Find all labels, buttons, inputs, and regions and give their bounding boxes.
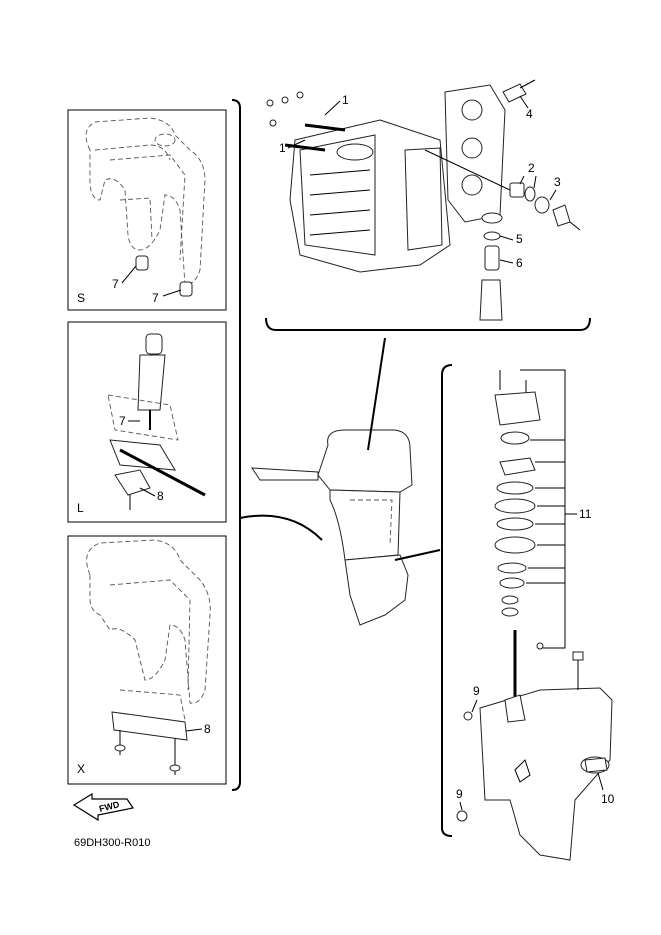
callout-4: 4 — [526, 107, 533, 121]
callout-7c: 7 — [119, 414, 126, 428]
engine-block-drawing — [289, 84, 511, 273]
callout-9a: 9 — [473, 684, 480, 698]
anode-part — [580, 756, 610, 774]
callout-8a: 8 — [157, 489, 164, 503]
panel-x: 8 X — [67, 535, 227, 785]
diagram-code: 69DH300-R010 — [74, 837, 150, 849]
bracket-drawing-x — [86, 539, 211, 721]
water-pump-parts — [494, 370, 544, 700]
panel-l-letter: L — [77, 501, 84, 515]
outboard-motor-drawing — [251, 429, 413, 626]
callout-2: 2 — [528, 161, 535, 175]
bracket-drawing-s — [85, 117, 206, 286]
screw-part-lower — [456, 810, 468, 822]
callout-10: 10 — [601, 792, 615, 806]
water-tube-parts — [479, 212, 503, 321]
callout-1a: 1 — [342, 93, 349, 107]
bushing-part — [135, 255, 193, 297]
callout-7b: 7 — [152, 291, 159, 305]
callout-3: 3 — [554, 175, 561, 189]
panel-l: 7 8 L — [67, 321, 227, 523]
panel-x-letter: X — [77, 762, 85, 776]
plate-part — [111, 711, 188, 775]
callout-1b: 1 — [279, 141, 286, 155]
callout-8b: 8 — [204, 722, 211, 736]
callout-11: 11 — [579, 507, 592, 521]
fwd-arrow-icon: FWD — [72, 792, 134, 822]
gearcase-drawing — [479, 651, 613, 861]
panel-s: 7 7 S — [67, 109, 227, 311]
lower-unit-group: 11 9 9 10 — [441, 364, 615, 861]
spark-plug-part — [502, 79, 536, 103]
callout-11-bracket — [520, 369, 577, 649]
callout-6: 6 — [516, 256, 523, 270]
screw-part-upper — [463, 711, 473, 721]
panel-s-letter: S — [77, 291, 85, 305]
callout-9b: 9 — [456, 787, 463, 801]
powerhead-group: 1 1 4 2 3 5 6 — [265, 79, 591, 331]
thermostat-parts — [509, 182, 581, 231]
callout-7a: 7 — [112, 277, 119, 291]
callout-5: 5 — [516, 232, 523, 246]
fwd-label: FWD — [98, 799, 121, 814]
